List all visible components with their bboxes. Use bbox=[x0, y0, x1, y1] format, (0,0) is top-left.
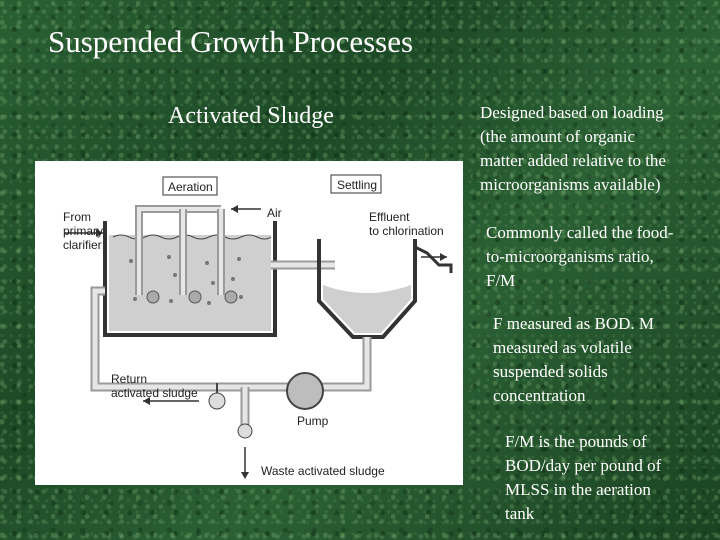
influent-label-1: From bbox=[63, 210, 91, 224]
settling-label: Settling bbox=[337, 178, 377, 192]
influent-arrowhead bbox=[96, 229, 103, 237]
valve-icon bbox=[208, 392, 226, 410]
waste-line bbox=[237, 387, 253, 479]
bullet-line: F/M is the pounds of bbox=[505, 432, 647, 451]
influent-label-3: clarifier bbox=[63, 238, 102, 252]
bullet-f-m-measure: F measured as BOD. M measured as volatil… bbox=[493, 312, 716, 408]
effluent-label-1: Effluent bbox=[369, 210, 410, 224]
pump-icon bbox=[286, 372, 324, 410]
aeration-tank bbox=[103, 221, 277, 337]
bullet-line: suspended solids bbox=[493, 362, 608, 381]
aeration-label-box bbox=[162, 176, 218, 196]
waste-valve-icon bbox=[237, 423, 253, 439]
slide-subtitle: Activated Sludge bbox=[168, 103, 334, 129]
bullet-line: concentration bbox=[493, 386, 586, 405]
return-label-2: activated sludge bbox=[111, 386, 198, 400]
bullet-line: matter added relative to the bbox=[480, 151, 666, 170]
bullet-line: F/M bbox=[486, 271, 516, 290]
bullet-line: MLSS in the aeration bbox=[505, 480, 651, 499]
bullet-line: F measured as BOD. M bbox=[493, 314, 655, 333]
bullet-line: tank bbox=[505, 504, 535, 523]
bullet-line: Commonly called the food- bbox=[486, 223, 674, 242]
bullet-line: to-microorganisms ratio, bbox=[486, 247, 654, 266]
bullet-fm-ratio: Commonly called the food- to-microorgani… bbox=[486, 221, 716, 293]
bullet-line: BOD/day per pound of bbox=[505, 456, 662, 475]
settling-label-box bbox=[330, 174, 382, 194]
bullet-line: microorganisms available) bbox=[480, 175, 661, 194]
bullet-line: Designed based on loading bbox=[480, 103, 664, 122]
bullet-loading: Designed based on loading (the amount of… bbox=[480, 101, 716, 197]
aeration-label: Aeration bbox=[168, 180, 213, 194]
waste-label: Waste activated sludge bbox=[261, 464, 385, 478]
pump-label: Pump bbox=[297, 414, 329, 428]
bullet-line: (the amount of organic bbox=[480, 127, 636, 146]
diagram-svg: Aeration Settling Air From primary clari… bbox=[63, 174, 453, 479]
bullet-line: measured as volatile bbox=[493, 338, 632, 357]
air-label: Air bbox=[267, 206, 282, 220]
effluent-label-2: to chlorination bbox=[369, 224, 444, 238]
return-line bbox=[90, 286, 372, 410]
bullet-fm-definition: F/M is the pounds of BOD/day per pound o… bbox=[505, 430, 715, 526]
settling-tank bbox=[317, 239, 453, 339]
air-header bbox=[135, 205, 261, 304]
slide-title: Suspended Growth Processes bbox=[48, 24, 414, 59]
return-label-1: Return bbox=[111, 372, 147, 386]
influent-label-2: primary bbox=[63, 224, 103, 238]
activated-sludge-diagram: Aeration Settling Air From primary clari… bbox=[35, 161, 463, 485]
